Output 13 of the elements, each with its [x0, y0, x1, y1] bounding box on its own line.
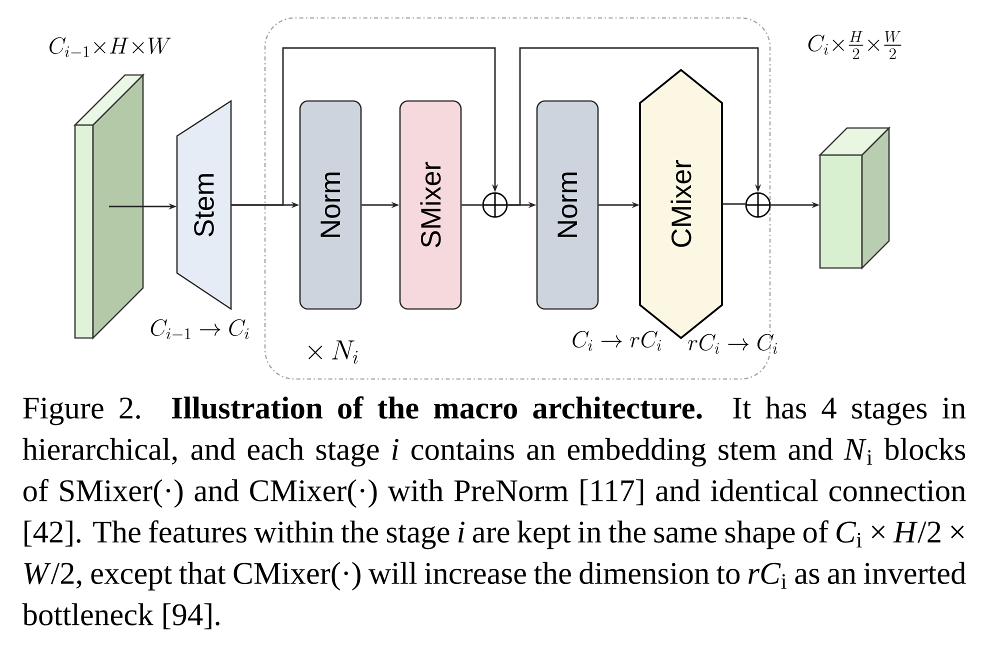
sum-symbol [482, 192, 508, 218]
shape-label: $C_{i-1}{\times}H{\times}W$ [50, 37, 171, 58]
process-box: Norm [299, 100, 362, 310]
process-box: Norm [536, 100, 599, 310]
shape-label: $C_{i-1}\rightarrow C_i$ [150, 319, 249, 340]
shape-label: $C_i{\times}\frac{H}{2}{\times}\frac{W}{2}$ [808, 31, 902, 59]
process-box: SMixer [399, 100, 462, 310]
caption: Figure 2. Illustration of the macro architecture. It has 4 stages in hierarchical, and each stage i contains an embedding stem and N$_{i}$ blocks of SMixer(·) and CMixer(·) with PreNorm [117] and identical connection [42]. The features within the stage i are kept in the same shape of C$_{i}$ × H/2 × W/2, except that CMixer(·) will increase the dimension to rC$_{i}$ as an inverted bottleneck [94]. [22, 396, 966, 630]
trapezoid-block: Stem [176, 100, 232, 310]
arrow [231, 47, 498, 206]
sum-symbol [745, 192, 771, 218]
arrow [508, 47, 762, 206]
repeat-label: $\times\, N_i$ [308, 340, 358, 364]
